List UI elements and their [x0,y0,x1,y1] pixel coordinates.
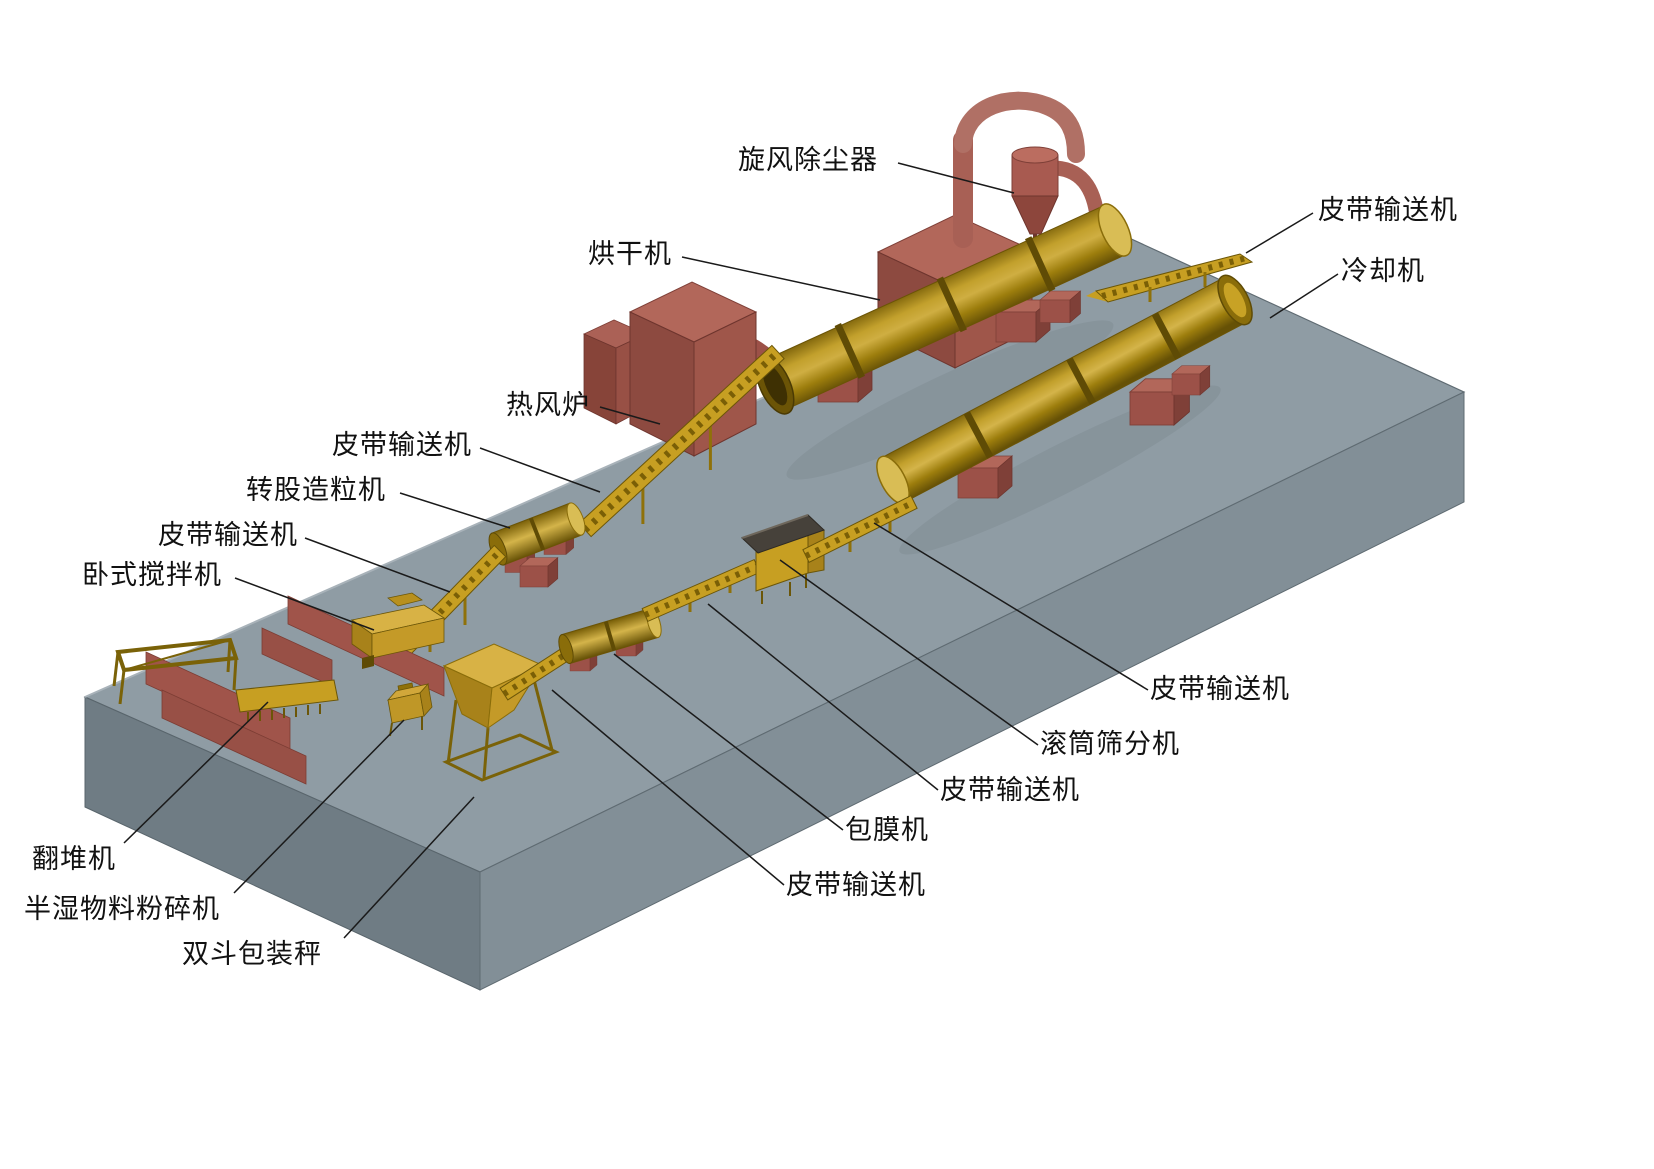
label-drum-screening-machine: 滚筒筛分机 [1040,729,1180,759]
label-compost-turner: 翻堆机 [32,844,116,874]
label-cooling-machine: 冷却机 [1341,256,1425,286]
cyclone-dust-collector-unit [953,91,1106,248]
belt-conveyor-top-right-unit [1086,253,1254,303]
label-hot-air-furnace: 热风炉 [506,390,590,420]
belt-conveyor-to-cooler-unit [802,495,918,563]
label-belt-conveyor-to-granulator: 皮带输送机 [158,520,298,550]
leader-lines [123,162,1339,939]
coating-machine-unit [558,607,662,665]
label-cyclone-dust-collector: 旋风除尘器 [738,145,878,175]
cyclone-cone [1011,195,1059,235]
label-belt-conveyor-bottom: 皮带输送机 [786,870,926,900]
label-coating-machine: 包膜机 [845,815,929,845]
compost-turner-unit [112,637,339,785]
label-dryer: 烘干机 [588,239,672,269]
label-double-hopper-packing-scale: 双斗包装秤 [182,939,322,969]
belt-conveyor-incline-unit [578,344,785,538]
label-belt-conveyor-incline: 皮带输送机 [332,430,472,460]
label-belt-conveyor-top-right: 皮带输送机 [1318,195,1458,225]
label-belt-conveyor-to-cooler: 皮带输送机 [1150,674,1290,704]
label-horizontal-mixer: 卧式搅拌机 [82,560,222,590]
label-belt-conveyor-center: 皮带输送机 [940,775,1080,805]
rotary-dryer-drum [755,203,1133,415]
cooling-machine-drum [876,274,1253,505]
label-semi-wet-material-crusher: 半湿物料粉碎机 [24,894,220,924]
horizontal-mixer-unit [261,592,446,697]
label-rotary-drum-granulator: 转股造粒机 [246,475,386,505]
